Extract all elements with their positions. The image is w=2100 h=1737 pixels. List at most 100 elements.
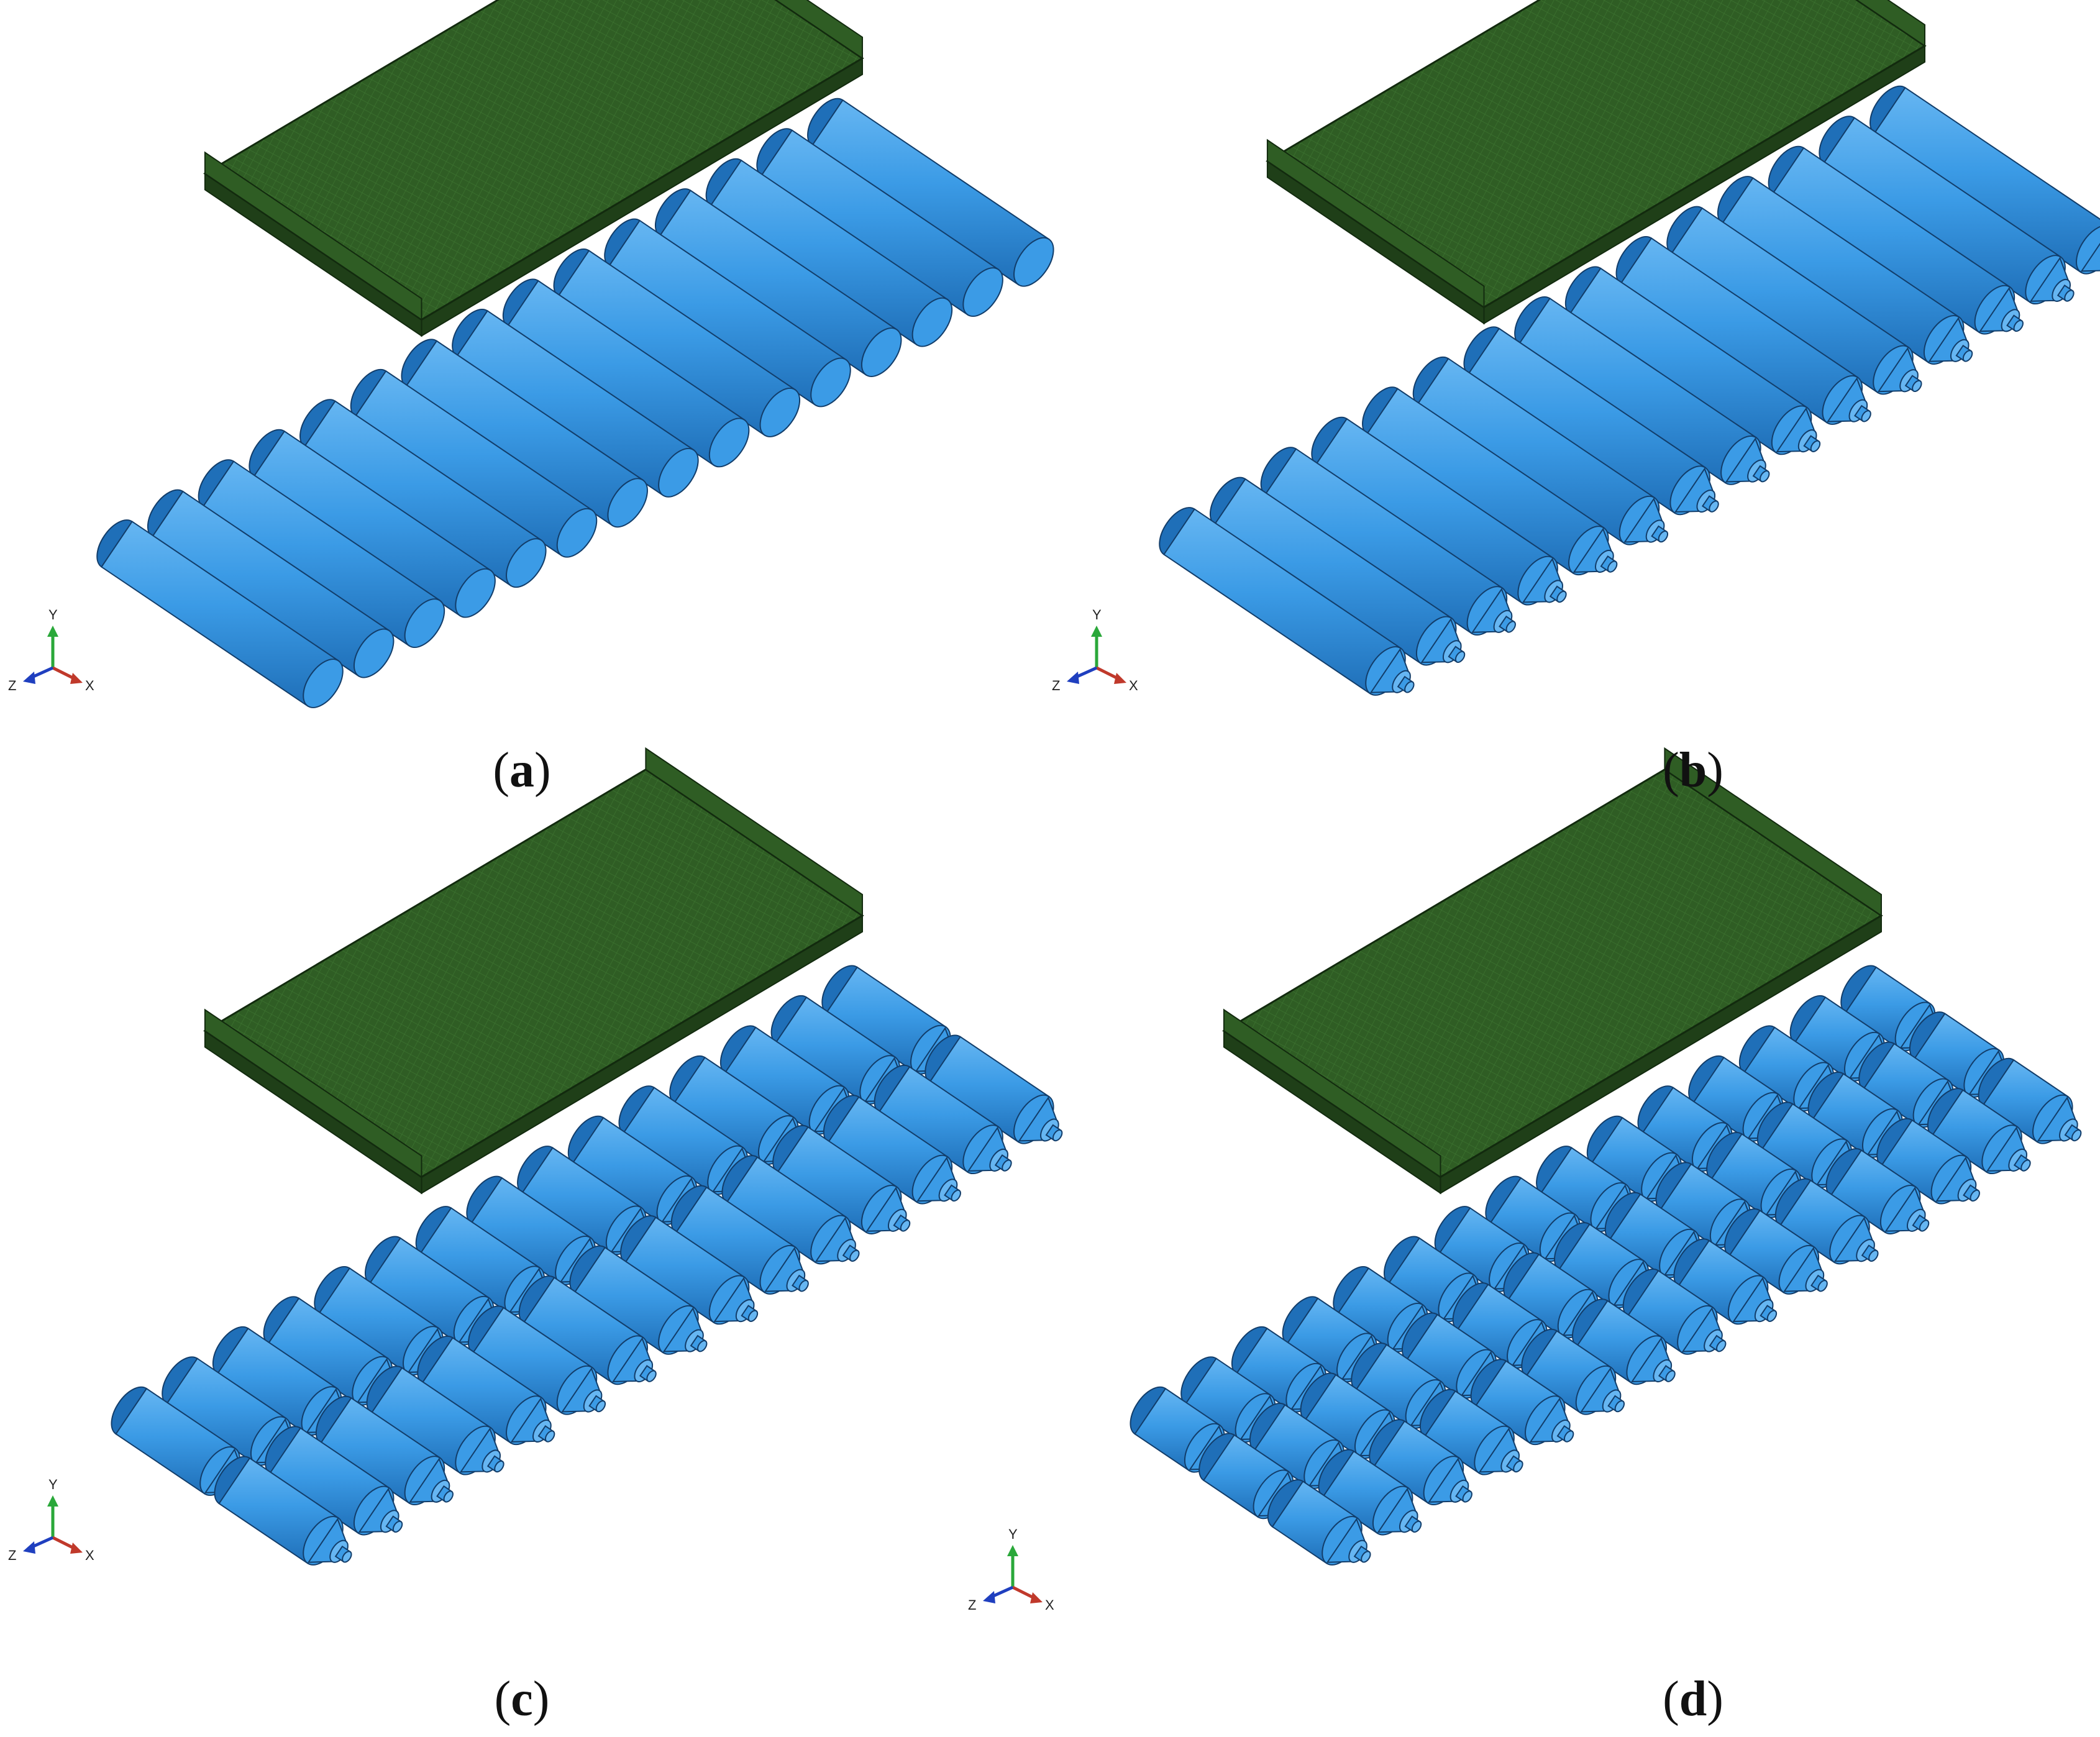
roller-0-0 — [1159, 507, 1415, 696]
axis-x-head — [70, 1543, 83, 1554]
axis-x-head — [70, 673, 83, 684]
roller-7-0 — [569, 1245, 708, 1355]
roller-shaft-end — [1361, 1551, 1371, 1563]
roller-shaft-end — [392, 1520, 403, 1533]
roller-shaft-end — [1454, 650, 1466, 663]
roller-7-0 — [1514, 296, 1770, 485]
roller-2-0 — [1369, 1419, 1472, 1506]
roller-shaft-end — [2071, 1129, 2082, 1142]
panel-label-c: (c) — [494, 1672, 550, 1726]
roller-5-0 — [1521, 1328, 1625, 1415]
axis-x-label: X — [85, 678, 94, 693]
tray — [203, 0, 864, 337]
axis-triad-c: YXZ — [8, 1477, 94, 1563]
tray-flange-right — [1664, 747, 1882, 917]
roller-shaft-end — [1411, 1520, 1422, 1533]
axis-triad-a: YXZ — [8, 607, 94, 693]
panel-label-b: (b) — [1663, 743, 1723, 798]
axis-x-label: X — [1045, 1597, 1054, 1613]
axis-x-head — [1114, 673, 1126, 684]
roller-0-0 — [1267, 1479, 1371, 1566]
panel-label-a: (a) — [493, 743, 551, 798]
roller-shaft-end — [1810, 440, 1821, 452]
axis-y-head — [47, 1495, 58, 1507]
roller-3-0 — [1419, 1388, 1523, 1475]
roller-shaft-end — [1919, 1220, 1930, 1232]
axis-triad-d: Y X Z — [968, 1526, 1054, 1613]
roller-shaft-end — [1513, 1460, 1523, 1473]
axis-x-label: X — [85, 1548, 94, 1563]
roller-12-0 — [705, 158, 953, 347]
roller-2-0 — [315, 1395, 454, 1506]
axis-z-label: Z — [8, 678, 16, 693]
axis-z-label: Z — [968, 1597, 976, 1613]
axis-z-label: Z — [8, 1548, 16, 1563]
roller-0-0 — [214, 1456, 352, 1566]
roller-front-cap — [353, 628, 395, 678]
axis-z-head — [23, 1541, 35, 1554]
roller-front-cap — [759, 388, 801, 437]
roller-4-0 — [1470, 1359, 1574, 1446]
roller-shaft-end — [1817, 1280, 1828, 1292]
roller-shaft-end — [747, 1310, 759, 1322]
roller-10-0 — [721, 1155, 860, 1265]
roller-shaft-end — [494, 1460, 504, 1473]
roller-shaft-end — [900, 1220, 911, 1232]
axis-y-label: Y — [1008, 1526, 1018, 1542]
roller-shaft-end — [2064, 290, 2075, 302]
roller-shaft-end — [1716, 1340, 1727, 1352]
roller-13-0 — [1819, 116, 2075, 305]
roller-4-0 — [417, 1335, 555, 1446]
roller-shaft-end — [1607, 560, 1618, 573]
tray-flange-right — [1855, 0, 1925, 47]
roller-4-0 — [299, 399, 547, 588]
axis-x-label: X — [1129, 678, 1138, 693]
roller-9-0 — [1724, 1208, 1828, 1295]
roller-front-cap — [911, 297, 953, 347]
roller-front-cap — [810, 357, 851, 408]
roller-shaft-end — [798, 1280, 809, 1292]
roller-shaft-end — [1912, 380, 1922, 393]
panel-label-d: (d) — [1663, 1672, 1723, 1726]
panel-d-model — [1130, 747, 2082, 1566]
roller-6-0 — [1572, 1298, 1676, 1385]
roller-front-cap — [506, 538, 547, 588]
roller-9-0 — [670, 1185, 809, 1295]
roller-front-cap — [404, 598, 445, 649]
roller-front-cap — [861, 327, 902, 377]
axis-y-head — [1091, 626, 1102, 637]
roller-13-0 — [756, 128, 1003, 317]
axis-y-head — [1007, 1545, 1018, 1556]
roller-12-0 — [1768, 145, 2024, 335]
roller-8-0 — [1673, 1238, 1778, 1325]
roller-shaft-end — [342, 1551, 352, 1563]
panel-c-model — [111, 747, 1063, 1566]
roller-shaft-end — [1665, 1370, 1676, 1382]
roller-14-0 — [807, 98, 1054, 287]
roller-1-0 — [265, 1426, 403, 1536]
roller-shaft-end — [1002, 1159, 1012, 1172]
roller-front-cap — [455, 568, 496, 618]
roller-front-cap — [607, 478, 648, 528]
roller-shaft-end — [1404, 681, 1415, 693]
roller-shaft-end — [951, 1189, 961, 1202]
roller-shaft-end — [1709, 500, 1719, 513]
panel-a-model — [96, 0, 1054, 708]
roller-shaft-end — [1556, 590, 1567, 603]
roller-1-0 — [1318, 1449, 1422, 1536]
roller-front-cap — [1013, 237, 1054, 287]
roller-shaft-end — [1563, 1430, 1574, 1443]
tray — [1266, 0, 1927, 325]
roller-2-0 — [1260, 447, 1516, 636]
roller-9-0 — [1615, 236, 1871, 425]
axis-z-head — [23, 672, 35, 684]
roller-shaft-end — [544, 1430, 555, 1443]
roller-shaft-end — [1766, 1310, 1778, 1322]
tray-flange-left — [204, 1008, 422, 1179]
axis-x-head — [1030, 1592, 1043, 1603]
tray — [1222, 747, 1883, 1195]
roller-12-0 — [1876, 1118, 1980, 1205]
roller-shaft-end — [595, 1400, 606, 1413]
